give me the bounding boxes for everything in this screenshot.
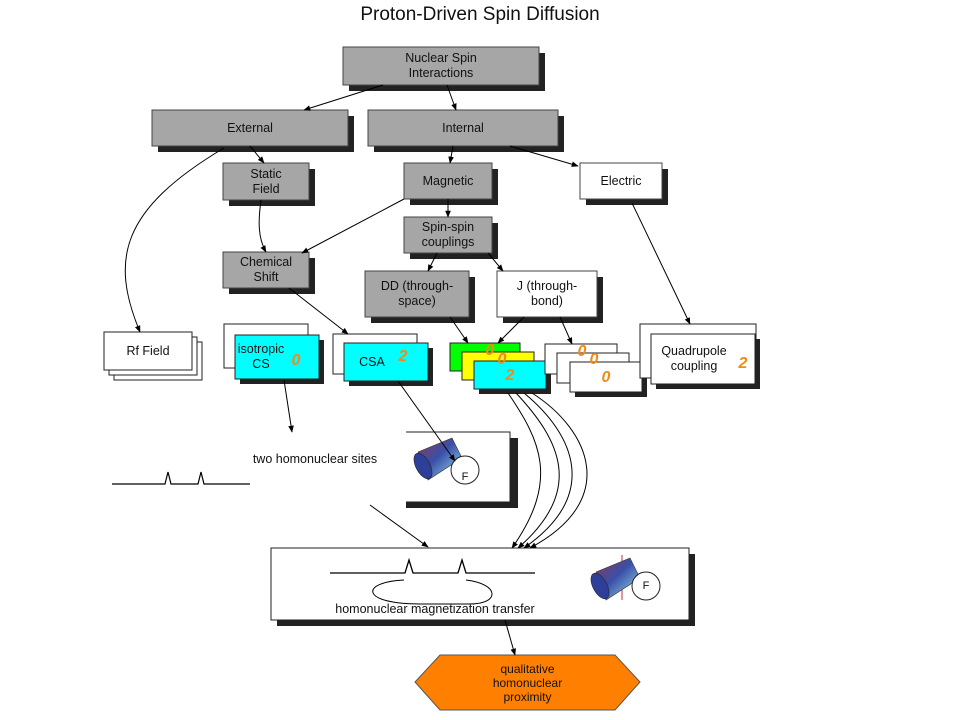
label-csa: CSA bbox=[359, 354, 385, 369]
box-dd-stack bbox=[449, 342, 551, 394]
rank-quadrupole: 2 bbox=[738, 354, 748, 372]
label-isotropic-cs: isotropic CS bbox=[237, 342, 285, 371]
rank-dd-mid: 0 bbox=[497, 350, 507, 368]
box-static-field bbox=[222, 162, 315, 206]
box-csa bbox=[332, 333, 433, 386]
box-qualitative bbox=[414, 654, 641, 711]
label-two-sites: two homonuclear sites bbox=[252, 452, 378, 466]
box-chemical-shift bbox=[222, 251, 315, 294]
box-dd bbox=[364, 270, 475, 323]
label-magnetic: Magnetic bbox=[422, 173, 474, 188]
box-quadrupole bbox=[639, 323, 760, 389]
box-isotropic-cs bbox=[223, 323, 324, 384]
box-j-stack bbox=[544, 343, 647, 397]
rank-dd-front: 2 bbox=[505, 366, 515, 384]
rank-j-front: 0 bbox=[601, 368, 611, 386]
label-static-field: Static Field bbox=[250, 166, 282, 196]
rank-isotropic-cs: 0 bbox=[291, 351, 301, 369]
box-j bbox=[496, 270, 603, 323]
box-magnetic bbox=[403, 162, 498, 205]
label-chemical-shift: Chemical Shift bbox=[239, 255, 293, 284]
panel-two-sites bbox=[96, 428, 518, 510]
box-nuclear-spin bbox=[342, 46, 545, 91]
rank-j-back: 0 bbox=[577, 342, 587, 360]
arrows bbox=[124, 84, 691, 656]
label-dd: DD (through- space) bbox=[380, 279, 454, 308]
rotor-icon-lower bbox=[590, 555, 661, 601]
box-external bbox=[151, 109, 354, 152]
box-electric bbox=[579, 162, 668, 205]
label-external: External bbox=[227, 120, 273, 135]
diagram-title: Proton-Driven Spin Diffusion bbox=[360, 4, 600, 25]
label-electric: Electric bbox=[600, 173, 642, 188]
rank-dd-top: 0 bbox=[485, 341, 495, 359]
rotor-label-lower: F bbox=[642, 579, 650, 592]
rank-csa: 2 bbox=[398, 347, 408, 365]
rotor-icon-upper bbox=[413, 437, 480, 485]
box-spin-spin bbox=[403, 216, 498, 259]
label-nuclear-spin: Nuclear Spin Interactions bbox=[405, 51, 477, 80]
box-internal bbox=[367, 109, 564, 152]
rotor-label-upper: F bbox=[461, 470, 469, 483]
label-spin-spin: Spin-spin couplings bbox=[421, 220, 475, 249]
label-j: J (through- bond) bbox=[516, 279, 578, 308]
label-quadrupole: Quadrupole coupling bbox=[661, 344, 727, 373]
rank-j-mid: 0 bbox=[589, 350, 599, 368]
label-internal: Internal bbox=[442, 120, 484, 135]
label-rf-field: Rf Field bbox=[126, 343, 170, 358]
label-mag-transfer: homonuclear magnetization transfer bbox=[335, 602, 535, 616]
label-qualitative: qualitative homonuclear proximity bbox=[492, 661, 563, 704]
box-rf-field bbox=[103, 331, 203, 381]
